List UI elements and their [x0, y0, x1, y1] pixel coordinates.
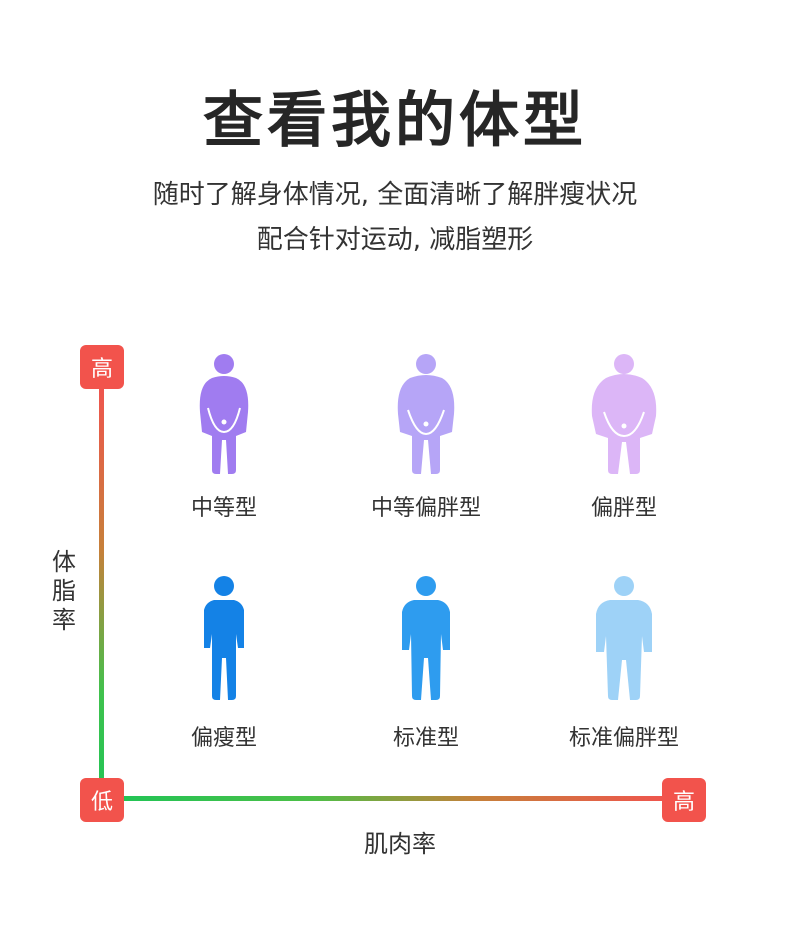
- body-type-label: 偏胖型: [590, 496, 657, 521]
- body-type-label: 中等型: [190, 496, 257, 521]
- fat-person-icon: [564, 352, 684, 482]
- origin-low-badge: 低: [80, 778, 124, 822]
- body-type-label: 中等偏胖型: [370, 496, 481, 521]
- y-axis-high-badge: 高: [80, 345, 124, 389]
- slightly-fat-person-icon: [564, 574, 684, 704]
- subtitle-line-2: 配合针对运动, 减脂塑形: [256, 225, 534, 255]
- body-type-label: 标准型: [392, 726, 459, 751]
- body-type-label: 标准偏胖型: [568, 726, 679, 751]
- body-type-label: 偏瘦型: [190, 726, 257, 751]
- standard-person-icon: [366, 574, 486, 704]
- slim-person-icon: [164, 574, 284, 704]
- x-axis-label: 肌肉率: [364, 830, 436, 858]
- x-axis-high-badge: 高: [662, 778, 706, 822]
- y-axis-line: [99, 385, 104, 798]
- x-axis-line: [118, 796, 670, 801]
- y-axis-label: 体脂率: [52, 548, 76, 634]
- subtitle-line-1: 随时了解身体情况, 全面清晰了解胖瘦状况: [152, 180, 638, 210]
- fat-person-icon: [366, 352, 486, 482]
- page-title: 查看我的体型: [203, 86, 587, 156]
- fat-person-icon: [164, 352, 284, 482]
